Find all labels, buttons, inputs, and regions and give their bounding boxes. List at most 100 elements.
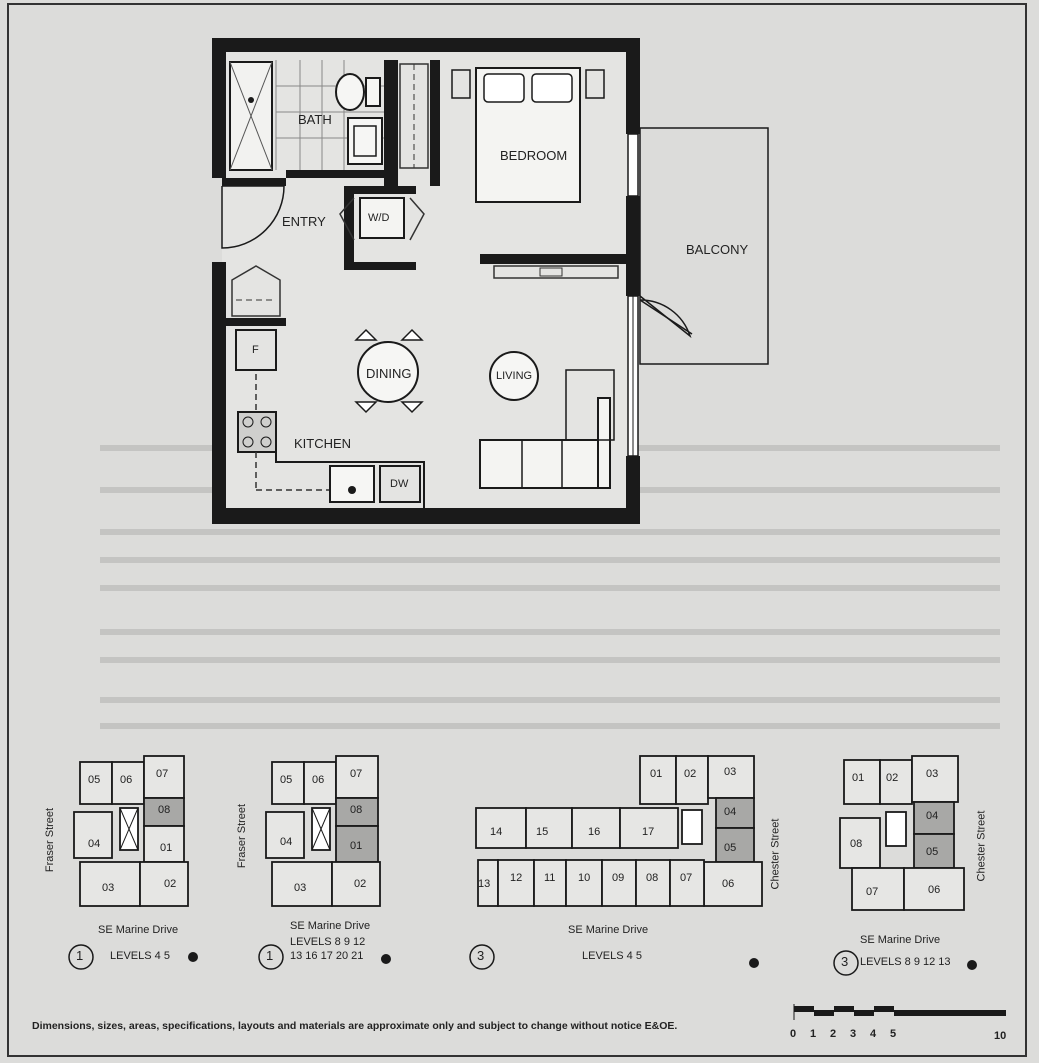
levels-label: LEVELS 4 5 xyxy=(110,950,170,962)
building-number: 1 xyxy=(266,948,274,963)
street-label: SE Marine Drive xyxy=(568,924,649,936)
keyplan-unit: 04 xyxy=(724,806,737,818)
keyplan-unit: 02 xyxy=(886,772,899,784)
scale-tick: 0 xyxy=(790,1028,797,1040)
keyplan-unit: 16 xyxy=(588,826,601,838)
toilet-icon xyxy=(335,73,381,111)
room-label-wd: W/D xyxy=(368,212,390,224)
keyplan-unit: 10 xyxy=(578,872,591,884)
scale-tick: 2 xyxy=(830,1028,837,1040)
scale-tick: 10 xyxy=(994,1030,1007,1042)
living-table-icon xyxy=(489,351,539,401)
room-label-bedroom: BEDROOM xyxy=(500,148,568,163)
scale-tick: 3 xyxy=(850,1028,857,1040)
building-number-ring xyxy=(68,944,94,970)
north-arrow-icon xyxy=(749,958,759,968)
street-label: SE Marine Drive xyxy=(860,934,941,946)
levels-label: LEVELS 8 9 12 13 xyxy=(860,956,951,968)
levels-label: LEVELS 8 9 12 xyxy=(290,936,366,948)
sink-icon xyxy=(329,465,375,503)
keyplan-unit: 09 xyxy=(612,872,625,884)
keyplan-4-outline xyxy=(839,755,965,911)
keyplan-unit: 11 xyxy=(544,872,556,884)
keyplan-2-outline xyxy=(265,755,381,907)
dishwasher xyxy=(379,465,421,503)
room-label-balcony: BALCONY xyxy=(686,242,749,257)
keyplan-unit: 06 xyxy=(312,774,325,786)
street-label: Fraser Street xyxy=(236,803,249,869)
keyplan-unit: 03 xyxy=(724,766,737,778)
keyplan-unit: 14 xyxy=(490,826,503,838)
shower-icon xyxy=(229,61,273,171)
keyplan-unit: 08 xyxy=(350,804,363,816)
keyplan-unit: 08 xyxy=(646,872,659,884)
street-label: SE Marine Drive xyxy=(98,924,179,936)
bath-sink-icon xyxy=(347,117,383,165)
bleed-through-text xyxy=(100,445,1000,729)
building-number: 1 xyxy=(76,948,84,963)
keyplan-unit: 07 xyxy=(156,768,169,780)
keyplan-1-outline xyxy=(73,755,189,907)
levels-label: 13 16 17 20 21 xyxy=(290,950,364,962)
room-label-living: LIVING xyxy=(496,370,533,382)
scale-tick: 1 xyxy=(810,1028,817,1040)
north-arrow-icon xyxy=(967,960,977,970)
fridge xyxy=(235,329,277,371)
keyplan-unit: 02 xyxy=(684,768,697,780)
building-number: 3 xyxy=(477,948,485,963)
north-arrow-icon xyxy=(188,952,198,962)
keyplan-3-outline xyxy=(475,755,763,907)
washer-dryer xyxy=(359,197,405,239)
keyplan-unit: 13 xyxy=(478,878,491,890)
fridge-label: F xyxy=(252,344,259,356)
entry-door xyxy=(221,185,285,249)
keyplan-unit: 07 xyxy=(866,886,879,898)
balcony xyxy=(639,127,769,365)
keyplan-unit: 04 xyxy=(926,810,939,822)
keyplan-unit: 06 xyxy=(928,884,941,896)
building-number-ring xyxy=(833,950,859,976)
keyplan-unit: 03 xyxy=(102,882,115,894)
unit-plan xyxy=(212,38,769,524)
levels-label: LEVELS 4 5 xyxy=(582,950,642,962)
page-border xyxy=(7,3,1027,1057)
keyplan-unit: 17 xyxy=(642,826,655,838)
street-label: Chester Street xyxy=(975,810,988,882)
room-label-entry: ENTRY xyxy=(282,214,326,229)
keyplan-unit: 06 xyxy=(120,774,133,786)
room-label-kitchen: KITCHEN xyxy=(294,436,352,451)
room-label-bath: BATH xyxy=(298,112,332,127)
keyplan-unit: 01 xyxy=(160,842,173,854)
keyplan-unit: 05 xyxy=(724,842,737,854)
keyplan-unit: 05 xyxy=(280,774,293,786)
keyplan-unit: 08 xyxy=(158,804,171,816)
building-number: 3 xyxy=(841,954,849,969)
keyplan-unit: 02 xyxy=(164,878,177,890)
keyplan-unit: 01 xyxy=(852,772,865,784)
keyplan-unit: 01 xyxy=(350,840,363,852)
stove-icon xyxy=(237,411,277,453)
bed-icon xyxy=(451,67,605,203)
scale-bar-graphic xyxy=(793,1004,1006,1020)
keyplan-unit: 05 xyxy=(88,774,101,786)
keyplan-unit: 07 xyxy=(350,768,363,780)
keyplan-unit: 04 xyxy=(88,838,101,850)
street-label: SE Marine Drive xyxy=(290,920,371,932)
keyplan-unit: 12 xyxy=(510,872,523,884)
dining-table-icon xyxy=(354,328,424,414)
keyplan-unit: 08 xyxy=(850,838,863,850)
keyplan-unit: 05 xyxy=(926,846,939,858)
keyplan-unit: 03 xyxy=(294,882,307,894)
sofa-icon xyxy=(479,369,615,489)
building-number-ring xyxy=(258,944,284,970)
street-label: Fraser Street xyxy=(44,807,57,873)
keyplan-unit: 15 xyxy=(536,826,549,838)
keyplan-unit: 03 xyxy=(926,768,939,780)
disclaimer-text: Dimensions, sizes, areas, specifications… xyxy=(32,1020,678,1032)
dishwasher-label: DW xyxy=(390,478,409,490)
keyplan-unit: 07 xyxy=(680,872,693,884)
keyplan-unit: 04 xyxy=(280,836,293,848)
scale-tick: 5 xyxy=(890,1028,897,1040)
street-label: Chester Street xyxy=(769,818,782,890)
